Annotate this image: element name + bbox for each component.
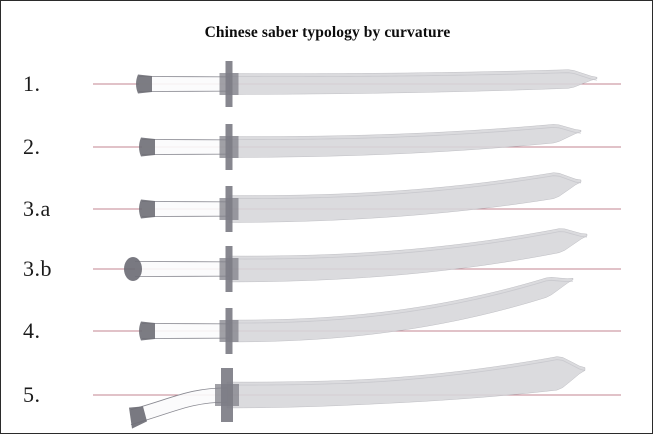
row-label-5: 5. [23,382,41,407]
blade-spine [228,279,574,324]
saber-row-1 [93,61,621,107]
saber-row-5 [93,356,621,429]
saber-row-4 [93,277,621,354]
pommel-cap [139,137,155,157]
grip-body [142,139,229,155]
grip-body [142,201,229,217]
blade [228,69,598,95]
guard-block [219,73,239,95]
blade [228,172,582,223]
pommel-angled [129,406,147,429]
blade [228,277,574,343]
row-label-4: 4. [23,318,41,343]
blade [228,124,582,158]
grip-body [139,76,229,92]
pommel-cap [139,321,155,341]
guard-block [219,198,239,220]
saber-row-2 [93,124,621,170]
page-title: Chinese saber typology by curvature [204,24,451,41]
row-label-3b: 3.b [23,256,52,281]
guard-block [219,136,239,158]
blade-spine [228,72,598,81]
pommel-disc [124,257,142,281]
grip-body [142,323,229,339]
guard-block [215,384,239,406]
guard-block [219,320,239,342]
pommel-cap [136,74,152,94]
saber-row-3b [93,228,621,292]
row-label-2: 2. [23,134,41,159]
blade-spine [228,126,582,140]
saber-row-3a [93,172,621,232]
row-label-1: 1. [23,71,41,96]
pommel-cap [139,199,155,219]
row-label-3a: 3.a [23,196,51,221]
blade-spine [228,175,582,199]
grip-body [135,261,229,277]
guard-block [219,258,239,280]
grip-body [131,387,227,425]
blade-spine [228,231,588,260]
blade-spine [226,359,586,386]
